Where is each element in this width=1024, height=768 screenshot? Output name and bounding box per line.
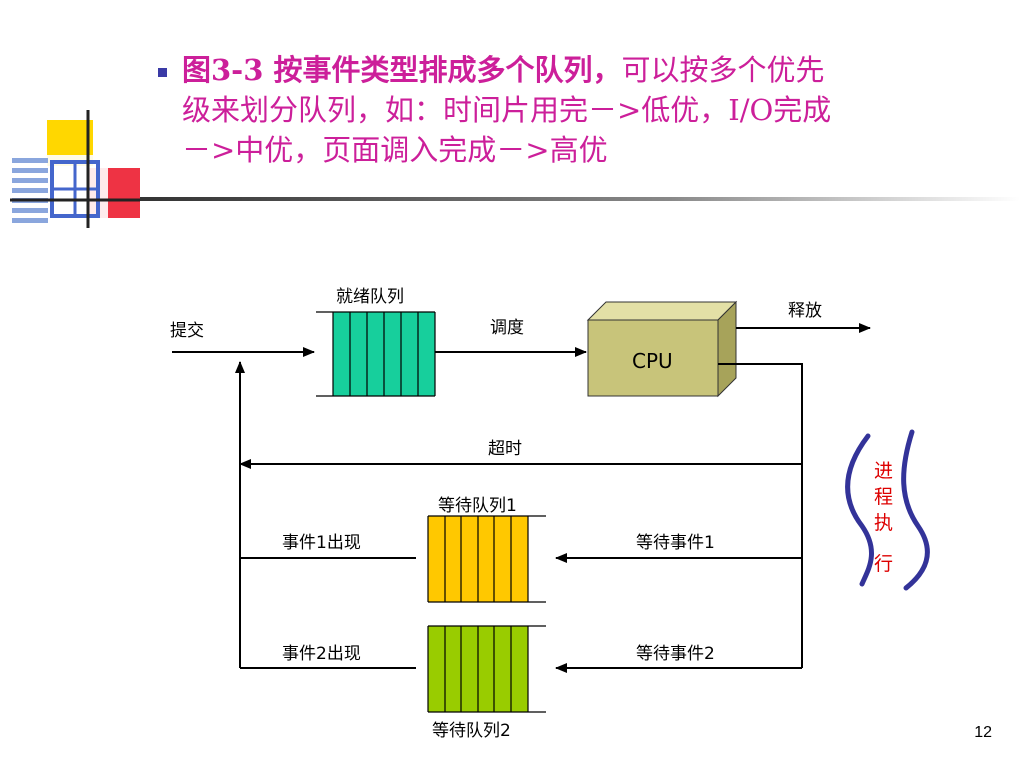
event1-occur-label: 事件1出现 xyxy=(282,533,361,553)
process-exec-char-4: 行 xyxy=(874,553,893,575)
bullet-icon xyxy=(158,68,167,77)
title-bold: 图3-3 按事件类型排成多个队列， xyxy=(182,53,622,87)
event2-occur-label: 事件2出现 xyxy=(282,644,361,664)
title-line-2: 级来划分队列，如：时间片用完－>低优，I/O完成 xyxy=(182,93,832,127)
cpu-box xyxy=(586,300,738,398)
process-exec-char-3: 执 xyxy=(874,512,893,534)
wait-event1-label: 等待事件1 xyxy=(636,533,715,553)
wait-queue-1 xyxy=(427,515,546,603)
title-divider xyxy=(140,197,1020,201)
ready-queue-label: 就绪队列 xyxy=(336,287,404,307)
page-title: 图3-3 按事件类型排成多个队列，可以按多个优先 级来划分队列，如：时间片用完－… xyxy=(182,50,962,170)
wait-queue-2 xyxy=(427,625,546,713)
process-exec-char-2: 程 xyxy=(874,486,893,508)
release-label: 释放 xyxy=(788,301,822,321)
page-number: 12 xyxy=(974,724,992,741)
wait-queue-2-label: 等待队列2 xyxy=(432,721,511,741)
left-wave-brace-icon xyxy=(845,433,874,587)
submit-label: 提交 xyxy=(170,321,204,341)
right-wave-brace-icon xyxy=(901,429,930,591)
title-line-3: －>中优，页面调入完成－>高优 xyxy=(182,133,608,167)
title-line-1: 图3-3 按事件类型排成多个队列，可以按多个优先 xyxy=(182,50,962,90)
ready-queue xyxy=(316,311,436,397)
timeout-label: 超时 xyxy=(488,439,522,459)
cpu-label: CPU xyxy=(632,349,673,373)
title-line1-rest: 可以按多个优先 xyxy=(621,53,825,87)
cpu-output-line xyxy=(718,363,803,668)
slide-logo-icon xyxy=(10,110,140,228)
process-exec-char-1: 进 xyxy=(874,460,893,482)
wait-queue-1-label: 等待队列1 xyxy=(438,496,517,516)
dispatch-label: 调度 xyxy=(490,318,524,338)
wait-event2-label: 等待事件2 xyxy=(636,644,715,664)
